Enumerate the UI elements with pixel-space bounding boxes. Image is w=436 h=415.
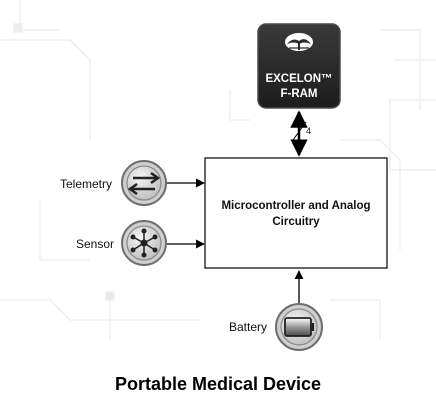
sensor-node-icon — [121, 220, 167, 266]
tree-logo-icon — [285, 33, 313, 51]
background-circuit-pattern — [0, 0, 436, 340]
excelon-fram-chip: EXCELON™ F-RAM — [257, 23, 341, 109]
controller-label-line1: Microcontroller and Analog — [221, 200, 370, 212]
battery-input: Battery — [229, 270, 323, 351]
controller-label-line2: Circuitry — [272, 216, 320, 228]
chip-label-line2: F-RAM — [280, 88, 317, 100]
bidirectional-arrows-icon — [121, 160, 167, 206]
sensor-input: Sensor — [76, 220, 205, 266]
bus-width-label: 4 — [306, 126, 311, 136]
telemetry-input: Telemetry — [60, 160, 205, 206]
battery-label: Battery — [229, 320, 267, 334]
battery-icon — [275, 303, 323, 351]
microcontroller-block: Microcontroller and Analog Circuitry — [204, 157, 388, 269]
diagram-caption: Portable Medical Device — [115, 374, 321, 394]
sensor-label: Sensor — [76, 237, 114, 251]
telemetry-label: Telemetry — [60, 177, 112, 191]
chip-label-line1: EXCELON™ — [265, 73, 332, 85]
bus-width-slash — [292, 121, 307, 141]
memory-bus-arrow: 4 — [290, 110, 311, 157]
